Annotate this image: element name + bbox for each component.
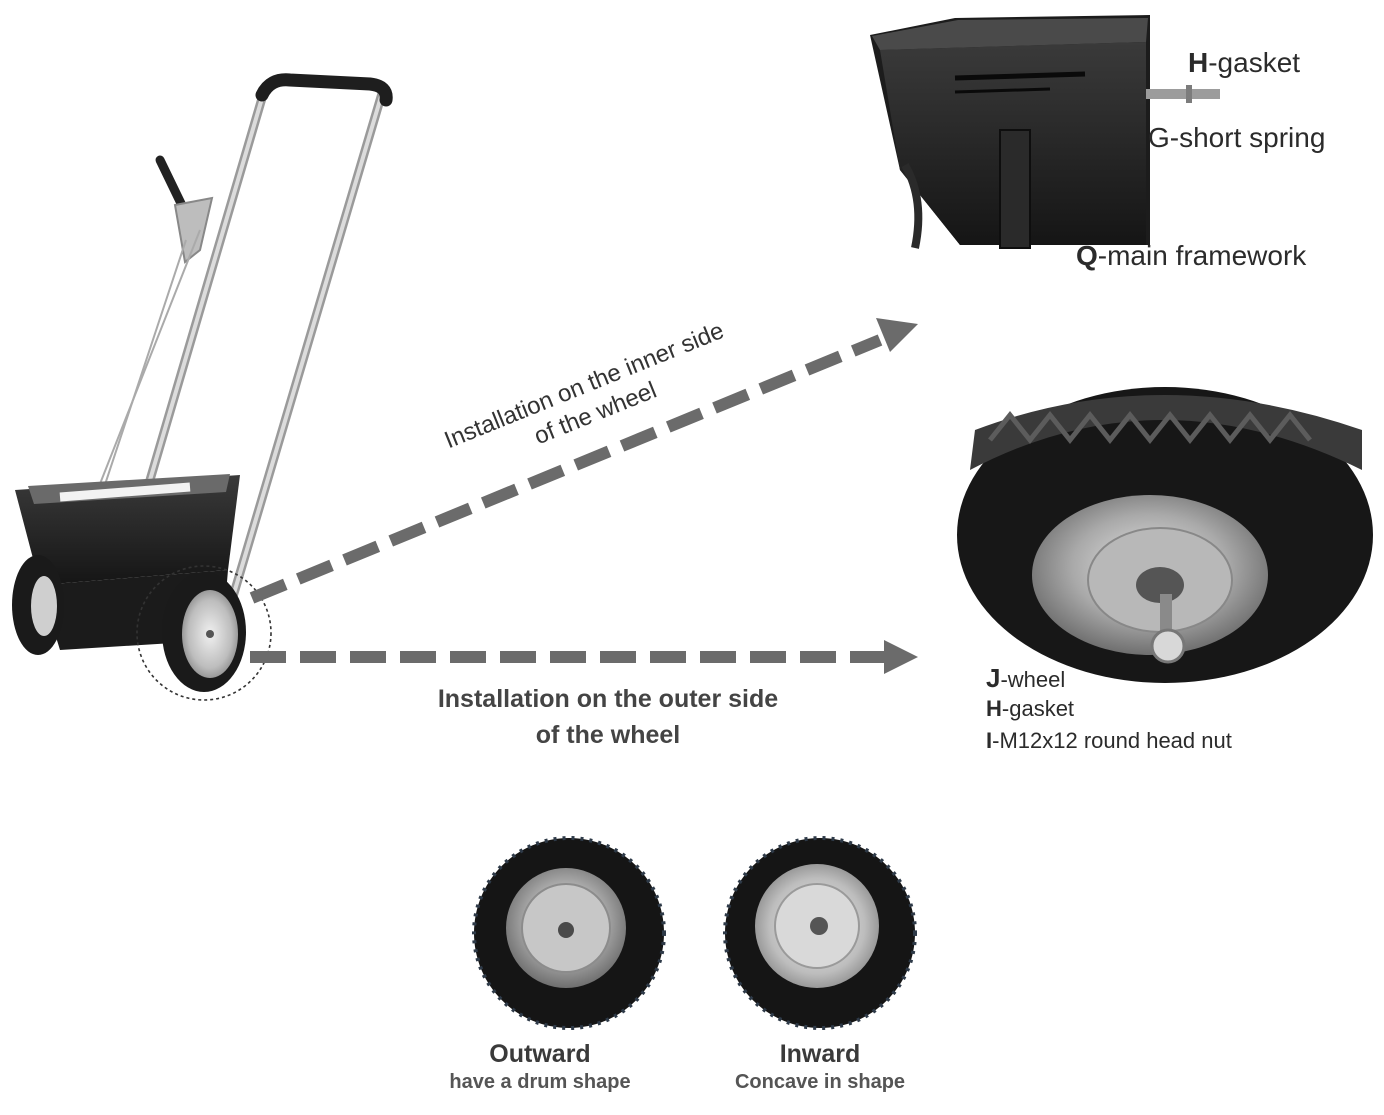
outer-side-caption: Installation on the outer side of the wh… xyxy=(398,681,818,753)
label-h-text: -gasket xyxy=(1208,47,1301,78)
label-i-text: -M12x12 round head nut xyxy=(992,728,1232,753)
inward-subtitle: Concave in shape xyxy=(734,1071,906,1093)
inward-wheel-photo xyxy=(723,836,917,1030)
wheel-closeup-photo xyxy=(957,387,1373,683)
label-i-round-head-nut: I-M12x12 round head nut xyxy=(986,728,1232,754)
label-q-key: Q xyxy=(1076,240,1098,271)
outward-subtitle: have a drum shape xyxy=(449,1071,631,1093)
inner-side-arrow xyxy=(249,318,918,604)
line-marker-cart-illustration xyxy=(12,73,393,701)
label-g-text: G-short spring xyxy=(1148,122,1326,153)
label-q-text: -main framework xyxy=(1097,240,1307,271)
label-h-key: H xyxy=(1188,47,1209,78)
label-i-key: I xyxy=(986,728,993,753)
inward-caption: Inward Concave in shape xyxy=(690,1040,950,1094)
label-g-short-spring: G-short spring xyxy=(1148,122,1325,154)
outward-caption: Outward have a drum shape xyxy=(410,1040,670,1094)
label-j-wheel: J-wheel xyxy=(986,663,1065,694)
label-h-gasket-wheel: H-gasket xyxy=(986,696,1074,722)
main-framework-photo xyxy=(870,15,1220,249)
outer-side-arrow xyxy=(250,640,918,674)
label-h-key-wheel: H xyxy=(986,696,1002,721)
outer-caption-line1: Installation on the outer side xyxy=(437,685,779,713)
outward-wheel-photo xyxy=(472,836,666,1030)
label-j-text: -wheel xyxy=(1000,667,1066,692)
label-q-main-framework: Q-main framework xyxy=(1076,240,1306,272)
label-j-key: J xyxy=(986,663,1001,693)
inward-title: Inward xyxy=(779,1040,861,1068)
outer-caption-line2: of the wheel xyxy=(535,721,681,749)
outward-title: Outward xyxy=(489,1040,591,1068)
label-h-text-wheel: -gasket xyxy=(1001,696,1075,721)
label-h-gasket-top: H-gasket xyxy=(1188,47,1300,79)
